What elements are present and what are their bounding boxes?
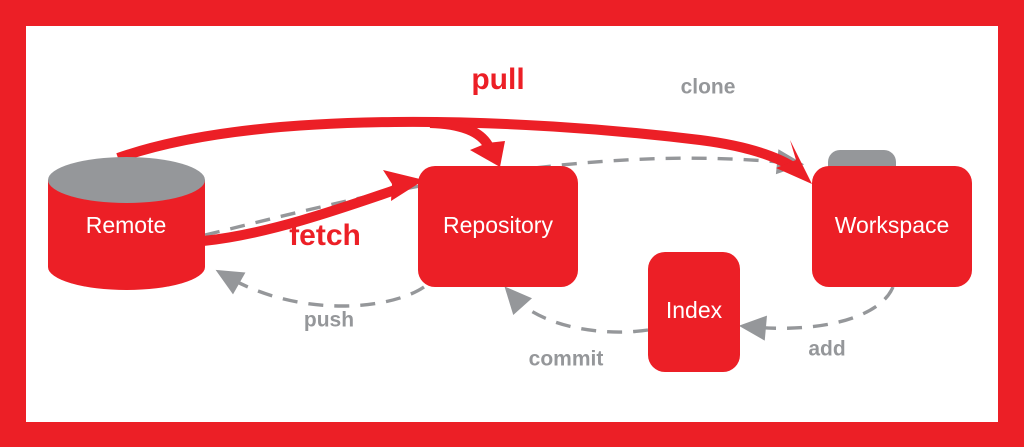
- edge-label-fetch: fetch: [289, 219, 361, 252]
- workspace-shape: [812, 166, 972, 287]
- edge-add: [738, 286, 895, 341]
- repository-shape: [418, 166, 578, 287]
- node-workspace[interactable]: Workspace: [812, 150, 972, 287]
- edge-add-path: [738, 286, 895, 341]
- node-index[interactable]: Index: [648, 252, 740, 372]
- edge-clone-path: [204, 149, 805, 237]
- index-shape: [648, 252, 740, 372]
- edge-pull-arrowhead: [776, 140, 812, 184]
- edge-label-push: push: [304, 309, 354, 332]
- edge-fetch: [202, 170, 424, 246]
- edge-fetch-path: [202, 185, 397, 246]
- remote-cylinder-top: [48, 157, 205, 203]
- edge-fetch-arrowhead: [383, 170, 424, 201]
- remote-cylinder-body: [48, 180, 205, 290]
- edge-label-pull: pull: [471, 63, 524, 96]
- edge-label-clone: clone: [681, 76, 736, 99]
- edge-clone: [204, 149, 805, 237]
- node-remote[interactable]: Remote: [48, 157, 205, 290]
- edge-pull-path: [116, 116, 804, 176]
- edge-label-add: add: [808, 338, 845, 361]
- edge-push: [215, 269, 425, 308]
- edge-label-commit: commit: [529, 348, 604, 371]
- node-repository[interactable]: Repository: [418, 166, 578, 287]
- edge-pull-branch-arrowhead: [470, 141, 505, 167]
- edge-push-path: [215, 269, 425, 308]
- edge-pull: [116, 116, 812, 184]
